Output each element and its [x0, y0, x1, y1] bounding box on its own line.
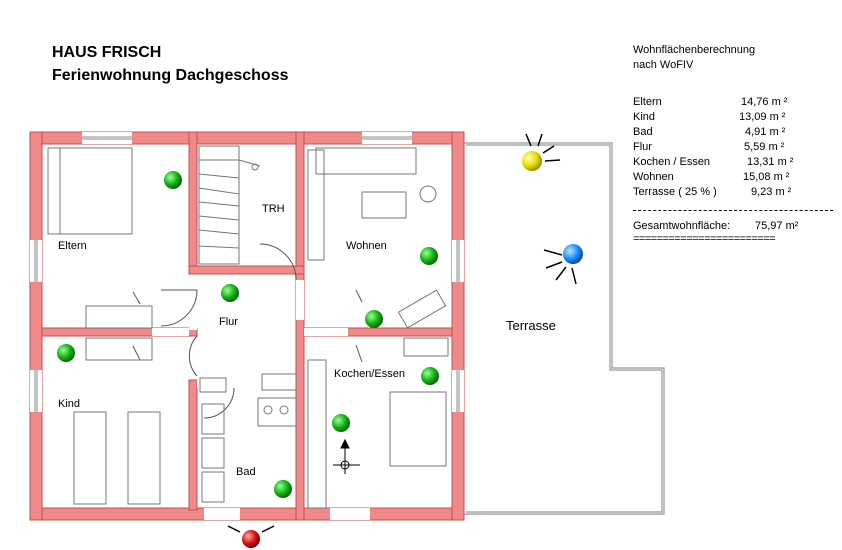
area-row-value: 14,76 m ²	[741, 96, 788, 108]
room-label-eltern: Eltern	[58, 240, 87, 252]
stairs	[198, 145, 261, 265]
area-total-value: 75,97 m²	[755, 220, 799, 232]
marker-green-eltern[interactable]	[164, 171, 182, 189]
furniture	[47, 147, 449, 509]
area-calc-subtitle: nach WoFIV	[633, 59, 694, 71]
room-label-kochen: Kochen/Essen	[334, 368, 405, 380]
plan-subtitle: Ferienwohnung Dachgeschoss	[52, 67, 289, 84]
room-label-kind: Kind	[58, 398, 81, 410]
area-row-value: 5,59 m ²	[744, 141, 785, 153]
marker-green-bad[interactable]	[274, 480, 292, 498]
area-row-value: 15,08 m ²	[743, 171, 790, 183]
area-row-label: Terrasse ( 25 % )	[633, 186, 717, 198]
area-total-label: Gesamtwohnfläche:	[633, 220, 731, 232]
terrace-outline	[464, 142, 665, 515]
doors	[132, 243, 363, 419]
marker-red-entrance[interactable]	[227, 525, 275, 548]
room-label-wohnen: Wohnen	[346, 240, 387, 252]
axis-marker	[333, 438, 360, 474]
area-row-value: 4,91 m ²	[745, 126, 786, 138]
area-row-label: Eltern	[633, 96, 662, 108]
area-separator	[633, 210, 833, 211]
marker-green-flur[interactable]	[221, 284, 239, 302]
area-row-label: Kochen / Essen	[633, 156, 711, 168]
marker-green-wohnen[interactable]	[420, 247, 438, 265]
room-label-bad: Bad	[236, 466, 256, 478]
wall-openings	[30, 132, 464, 520]
sun-icon-blue[interactable]	[543, 244, 583, 285]
area-total-underline: ========================	[633, 233, 776, 245]
room-label-terrasse: Terrasse	[506, 318, 556, 333]
area-row-label: Kind	[633, 111, 656, 123]
marker-green-kochen[interactable]	[421, 367, 439, 385]
area-row-label: Bad	[633, 126, 653, 138]
marker-green-kueche[interactable]	[332, 414, 350, 432]
plan-title: HAUS FRISCH	[52, 44, 162, 61]
marker-green-kind[interactable]	[57, 344, 75, 362]
area-calc-title: Wohnflächenberechnung	[633, 44, 756, 56]
area-row-value: 13,09 m ²	[739, 111, 786, 123]
room-label-trh: TRH	[262, 203, 285, 215]
sun-icon-yellow[interactable]	[522, 133, 561, 171]
room-label-flur: Flur	[219, 316, 238, 328]
openings-lines	[34, 136, 460, 412]
marker-green-wohnen-door[interactable]	[365, 310, 383, 328]
area-row-label: Wohnen	[633, 171, 674, 183]
area-row-value: 13,31 m ²	[747, 156, 794, 168]
area-row-value: 9,23 m ²	[751, 186, 792, 198]
area-row-label: Flur	[633, 141, 652, 153]
